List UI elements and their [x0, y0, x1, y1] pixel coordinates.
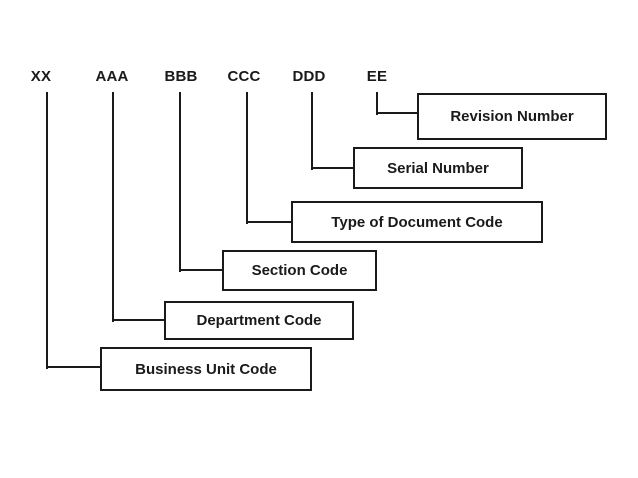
connector-vertical-xx	[46, 92, 48, 369]
connector-vertical-aaa	[112, 92, 114, 322]
connector-horizontal-bbb	[179, 269, 224, 271]
code-label-ee: EE	[366, 68, 388, 85]
connector-horizontal-ddd	[311, 167, 355, 169]
connector-horizontal-ee	[376, 112, 419, 114]
connector-vertical-ccc	[246, 92, 248, 224]
box-label-serial-number: Serial Number	[387, 159, 489, 177]
connector-horizontal-ccc	[246, 221, 293, 223]
connector-horizontal-xx	[46, 366, 102, 368]
code-label-xx: XX	[30, 68, 52, 85]
box-label-type-of-document-code: Type of Document Code	[331, 213, 503, 231]
box-serial-number: Serial Number	[353, 147, 523, 189]
code-label-aaa: AAA	[95, 68, 129, 85]
connector-vertical-ddd	[311, 92, 313, 170]
box-department-code: Department Code	[164, 301, 354, 340]
box-label-business-unit-code: Business Unit Code	[135, 360, 277, 378]
box-label-revision-number: Revision Number	[450, 108, 574, 125]
code-label-bbb: BBB	[164, 68, 198, 85]
code-label-ddd: DDD	[292, 68, 326, 85]
box-label-department-code: Department Code	[196, 312, 322, 329]
connector-horizontal-aaa	[112, 319, 166, 321]
connector-vertical-bbb	[179, 92, 181, 272]
box-revision-number: Revision Number	[417, 93, 607, 140]
box-business-unit-code: Business Unit Code	[100, 347, 312, 391]
box-section-code: Section Code	[222, 250, 377, 291]
connector-vertical-ee	[376, 92, 378, 115]
code-label-ccc: CCC	[227, 68, 261, 85]
box-label-section-code: Section Code	[251, 262, 348, 279]
box-type-of-document-code: Type of Document Code	[291, 201, 543, 243]
